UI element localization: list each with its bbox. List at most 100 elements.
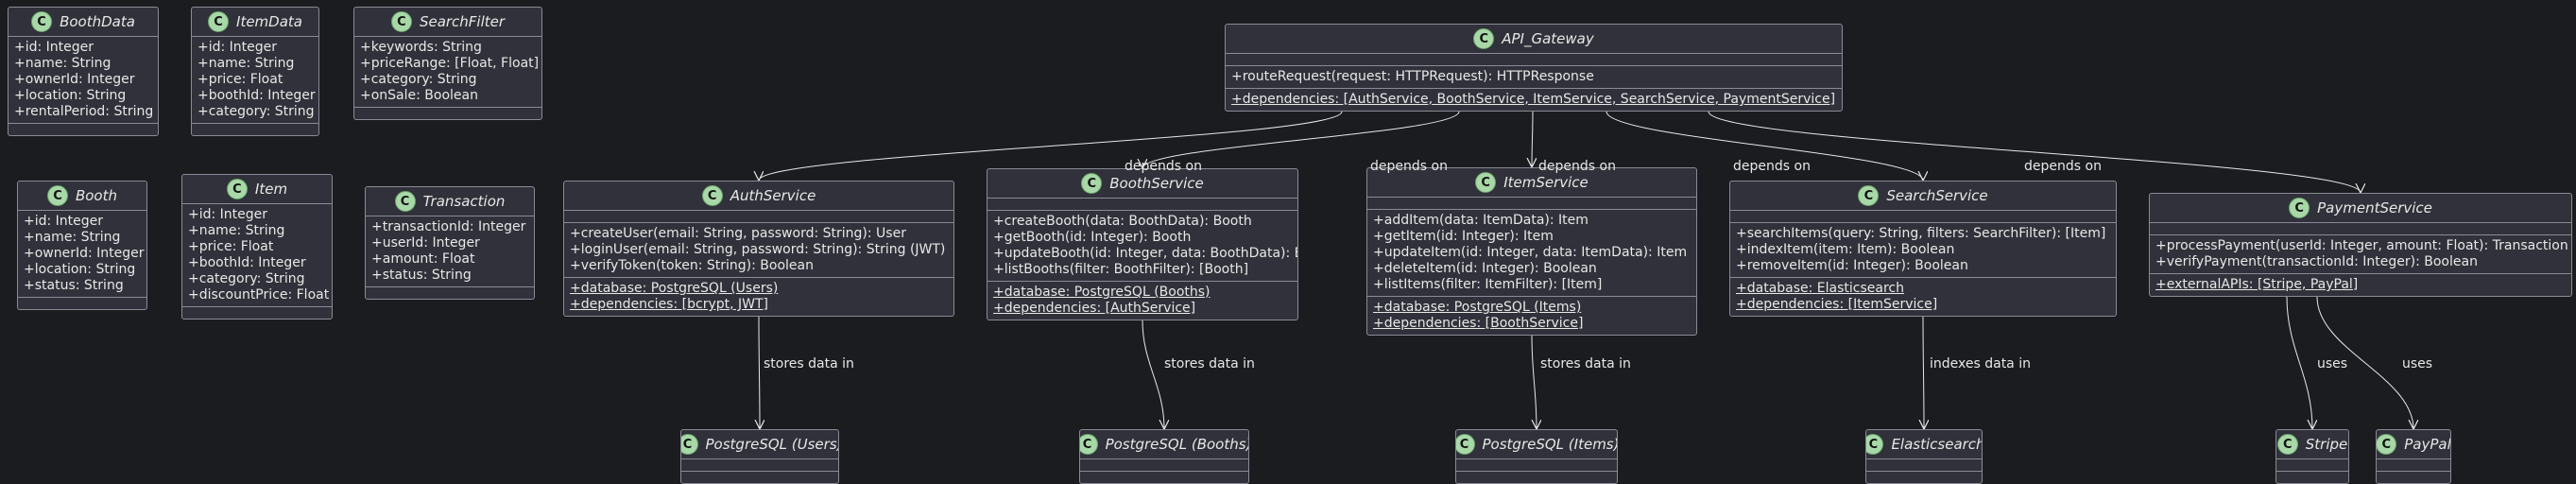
methods-row: +getItem(id: Integer): Item — [1373, 229, 1691, 245]
class-stereotype-icon: C — [1858, 185, 1880, 206]
methods-section: +processPayment(userId: Integer, amount:… — [2150, 234, 2571, 273]
visibility-marker: + — [188, 207, 199, 222]
member-text: database: PostgreSQL (Items) — [1383, 300, 1582, 315]
member-text: ownerId: Integer — [25, 72, 135, 87]
member-text: status: String — [382, 268, 472, 283]
class-stereotype-icon: C — [46, 185, 68, 206]
edge-api-gateway-to-booth-service — [1142, 111, 1460, 168]
class-stereotype-icon: C — [2276, 434, 2298, 455]
class-name: Transaction — [422, 192, 506, 210]
class-stereotype-icon: C — [1866, 434, 1884, 455]
edge-label: stores data in — [1164, 356, 1255, 372]
visibility-marker: + — [371, 219, 383, 234]
edge-label: depends on — [1538, 159, 1616, 174]
methods-row: +routeRequest(request: HTTPRequest): HTT… — [1231, 69, 1836, 85]
statics-row: +database: Elasticsearch — [1736, 281, 2110, 297]
methods-section — [1456, 471, 1617, 483]
methods-row: +getBooth(id: Integer): Booth — [993, 230, 1292, 246]
edge-label: uses — [2317, 356, 2348, 372]
edge-search-service-to-elasticsearch — [1923, 316, 1924, 429]
attributes-section: +keywords: String+priceRange: [Float, Fl… — [354, 36, 541, 107]
visibility-marker: + — [1373, 213, 1384, 228]
class-header: C API_Gateway — [1226, 25, 1842, 53]
attributes-section — [1456, 458, 1617, 471]
visibility-marker: + — [570, 281, 581, 296]
class-stereotype-icon: C — [390, 11, 412, 32]
methods-section — [1080, 471, 1248, 483]
edge-label: depends on — [1125, 159, 1202, 174]
visibility-marker: + — [197, 72, 209, 87]
member-text: verifyPayment(transactionId: Integer): B… — [2166, 254, 2478, 269]
member-text: dependencies: [ItemService] — [1746, 297, 1938, 312]
attributes-section: +transactionId: Integer+userId: Integer+… — [366, 216, 534, 286]
visibility-marker: + — [1231, 92, 1243, 107]
methods-section — [354, 107, 541, 119]
statics-section: +database: PostgreSQL (Booths)+dependenc… — [987, 281, 1297, 320]
visibility-marker: + — [1373, 316, 1384, 331]
edge-payment-service-to-stripe — [2286, 296, 2312, 429]
methods-section — [9, 123, 158, 135]
edge-label: stores data in — [1540, 356, 1631, 372]
visibility-marker: + — [570, 226, 581, 241]
visibility-marker: + — [24, 246, 35, 261]
visibility-marker: + — [14, 40, 26, 55]
class-stereotype-icon: C — [1473, 28, 1495, 49]
member-text: getBooth(id: Integer): Booth — [1004, 230, 1192, 245]
attributes-row: +boothId: Integer — [197, 88, 316, 104]
visibility-marker: + — [360, 56, 371, 71]
edge-api-gateway-to-search-service — [1606, 111, 1923, 181]
methods-section: +addItem(data: ItemData): Item+getItem(i… — [1367, 209, 1696, 296]
statics-row: +externalAPIs: [Stripe, PayPal] — [2155, 277, 2566, 293]
class-stereotype-icon: C — [226, 179, 248, 199]
visibility-marker: + — [24, 262, 35, 277]
class-name: Elasticsearch — [1891, 435, 1983, 453]
visibility-marker: + — [993, 262, 1005, 277]
member-text: keywords: String — [370, 40, 482, 55]
member-text: addItem(data: ItemData): Item — [1383, 213, 1589, 228]
member-text: priceRange: [Float, Float] — [370, 56, 540, 71]
visibility-marker: + — [197, 56, 209, 71]
visibility-marker: + — [1736, 226, 1747, 241]
attributes-row: +location: String — [24, 262, 141, 278]
methods-section — [2377, 471, 2450, 483]
member-text: verifyToken(token: String): Boolean — [580, 258, 814, 273]
member-text: indexItem(item: Item): Boolean — [1746, 242, 1955, 257]
member-text: location: String — [25, 88, 127, 103]
member-text: listBooths(filter: BoothFilter): [Booth] — [1004, 262, 1249, 277]
class-elasticsearch: C Elasticsearch — [1865, 429, 1983, 484]
attributes-section — [2377, 458, 2450, 471]
methods-section — [192, 123, 318, 135]
member-text: rentalPeriod: String — [25, 104, 154, 119]
visibility-marker: + — [14, 88, 26, 103]
methods-row: +listItems(filter: ItemFilter): [Item] — [1373, 277, 1691, 293]
attributes-row: +id: Integer — [188, 207, 326, 223]
class-name: API_Gateway — [1502, 29, 1594, 47]
edge-auth-service-to-pg-users — [759, 316, 760, 429]
member-text: id: Integer — [208, 40, 278, 55]
methods-row: +updateBooth(id: Integer, data: BoothDat… — [993, 246, 1297, 262]
member-text: category: String — [198, 271, 305, 286]
visibility-marker: + — [371, 268, 383, 283]
visibility-marker: + — [1373, 277, 1384, 292]
visibility-marker: + — [24, 214, 35, 229]
attributes-row: +name: String — [188, 223, 326, 239]
class-name: PostgreSQL (Users) — [705, 435, 839, 453]
attributes-row: +category: String — [197, 104, 315, 120]
class-name: PaymentService — [2317, 199, 2432, 216]
class-name: PayPal — [2404, 435, 2451, 453]
attributes-section — [681, 458, 838, 471]
member-text: database: Elasticsearch — [1746, 281, 1904, 296]
visibility-marker: + — [1373, 300, 1384, 315]
member-text: processPayment(userId: Integer, amount: … — [2166, 238, 2568, 253]
member-text: listItems(filter: ItemFilter): [Item] — [1383, 277, 1603, 292]
